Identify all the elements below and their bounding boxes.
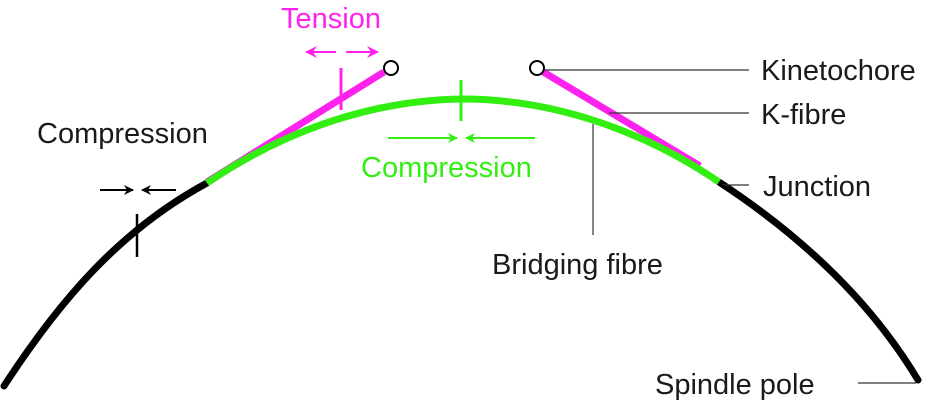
spindle-pole-label: Spindle pole (655, 369, 815, 401)
compression-left-label: Compression (37, 118, 208, 150)
kinetochore-label: Kinetochore (761, 55, 916, 87)
kfibre-right (538, 66, 702, 170)
kinetochore-right-icon (529, 60, 545, 76)
compression-center-label: Compression (361, 152, 532, 184)
bridging-fibre-label: Bridging fibre (492, 249, 663, 281)
kinetochore-left-icon (383, 60, 399, 76)
kfibre-label: K-fibre (761, 99, 846, 131)
junction-label: Junction (763, 171, 871, 203)
tension-label: Tension (281, 3, 381, 35)
spindle-fibre-right (715, 178, 922, 384)
spindle-fibre-left (0, 179, 211, 390)
